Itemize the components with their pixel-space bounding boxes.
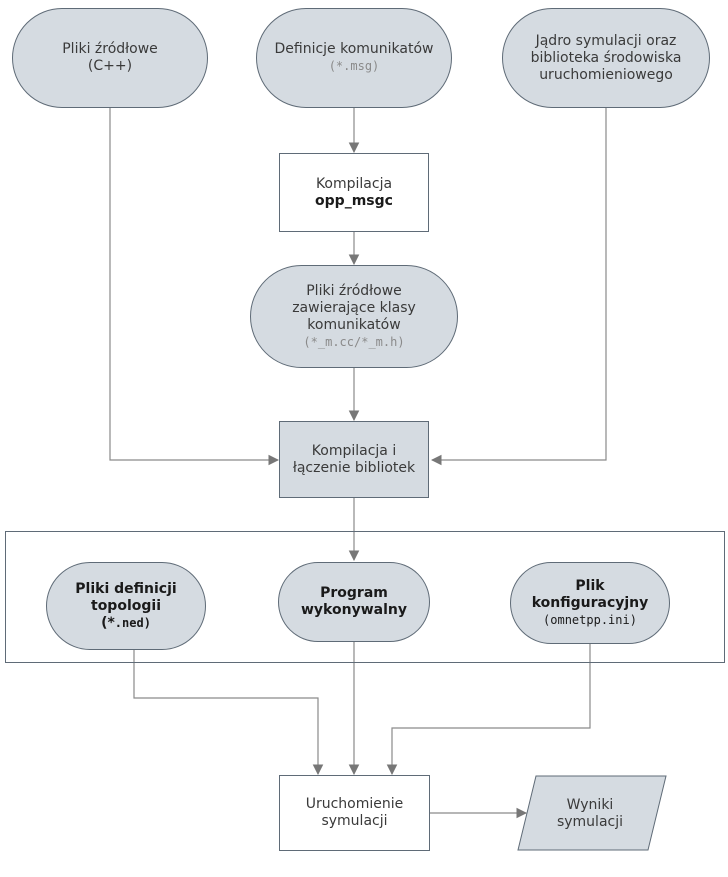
node-simulation-kernel: Jądro symulacji oraz biblioteka środowis… (502, 8, 710, 108)
results-parallelogram (517, 775, 667, 851)
message-defs-code: (*.msg) (328, 59, 380, 73)
topology-line2: topologii (91, 597, 161, 614)
msgc-line2: opp_msgc (315, 192, 393, 209)
node-run-simulation: Uruchomienie symulacji (279, 775, 430, 851)
generated-code: (*_m.cc/*_m.h) (303, 334, 405, 349)
msgc-line1: Kompilacja (315, 175, 393, 192)
run-line2: symulacji (321, 813, 388, 829)
node-msgc-compilation: Kompilacja opp_msgc (279, 153, 429, 232)
node-executable: Program wykonywalny (278, 562, 430, 642)
edge-topology-to-run (133, 650, 324, 776)
source-files-line2: (C++) (87, 58, 133, 74)
topology-line1: Pliki definicji (75, 580, 177, 597)
config-line2: konfiguracyjny (531, 594, 649, 611)
node-message-definitions: Definicje komunikatów (*.msg) (256, 8, 452, 108)
config-line1: Plik (575, 577, 605, 594)
node-topology-files: Pliki definicji topologii (*.ned) (46, 562, 206, 650)
generated-line2: zawierające klasy (292, 299, 416, 316)
sim-kernel-line1: Jądro symulacji oraz (535, 32, 677, 49)
edge-config-to-run (386, 644, 591, 776)
generated-line3: komunikatów (307, 316, 401, 333)
generated-line1: Pliki źródłowe (306, 282, 402, 299)
results-line2: symulacji (556, 814, 624, 830)
run-line1: Uruchomienie (305, 796, 404, 812)
executable-line1: Program (320, 585, 388, 601)
link-line1: Kompilacja i (311, 442, 397, 459)
message-defs-line1: Definicje komunikatów (274, 41, 434, 57)
config-code: (omnetpp.ini) (543, 612, 637, 627)
artifacts-group-box (5, 531, 725, 663)
source-files-line1: Pliki źródłowe (62, 41, 158, 57)
sim-kernel-line2: biblioteka środowiska (530, 49, 682, 66)
node-config-file: Plik konfiguracyjny (omnetpp.ini) (510, 562, 670, 644)
link-line2: łączenie bibliotek (292, 459, 416, 476)
topology-code-row: (*.ned) (101, 615, 151, 632)
node-source-files: Pliki źródłowe (C++) (12, 8, 208, 108)
sim-kernel-line3: uruchomieniowego (539, 66, 673, 83)
topology-code: .ned) (114, 615, 151, 630)
topology-code-prefix: (* (101, 614, 115, 631)
node-simulation-results: Wyniki symulacji (520, 780, 660, 848)
edge-sources-to-link (109, 108, 280, 466)
executable-line2: wykonywalny (301, 602, 407, 618)
edge-kernel-to-link (430, 108, 607, 466)
node-generated-sources: Pliki źródłowe zawierające klasy komunik… (250, 265, 458, 368)
node-compile-and-link: Kompilacja i łączenie bibliotek (279, 421, 429, 498)
results-line1: Wyniki (566, 797, 614, 813)
